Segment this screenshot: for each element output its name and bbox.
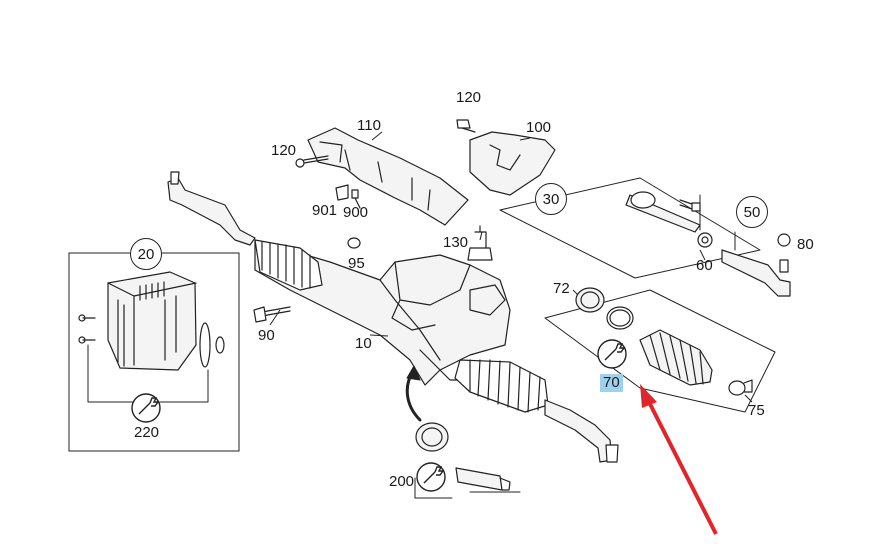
control-unit-part	[78, 271, 225, 371]
part-label-90: 90	[258, 327, 275, 344]
part-label-120-left: 120	[271, 142, 297, 159]
part-label-200: 200	[389, 473, 415, 490]
sealing-ring-part	[415, 422, 449, 452]
wrench-icon	[597, 339, 627, 369]
callout-20: 20	[130, 238, 162, 270]
tie-rod-end-right	[544, 399, 619, 463]
bellows-boot-right	[454, 359, 549, 413]
wrench-icon	[416, 462, 446, 492]
part-label-901: 901	[312, 202, 338, 219]
hose-clamp-part	[728, 379, 753, 396]
part-label-100: 100	[526, 119, 552, 136]
clamp-ring-part	[606, 306, 634, 330]
nut-part	[777, 233, 791, 247]
part-label-220: 220	[134, 424, 160, 441]
clamp-ring-part	[575, 287, 605, 313]
outer-tie-rod-part	[721, 249, 791, 297]
heat-shield-part	[307, 127, 469, 226]
part-label-60: 60	[696, 257, 713, 274]
part-label-72: 72	[553, 280, 570, 297]
washer-part	[347, 237, 361, 249]
bolt-part	[456, 119, 476, 133]
wrench-icon	[131, 393, 161, 423]
inner-tie-rod-part	[625, 191, 701, 233]
callout-30-label: 30	[542, 190, 560, 208]
part-label-75: 75	[748, 402, 765, 419]
part-label-10: 10	[355, 335, 372, 352]
part-label-110: 110	[357, 117, 381, 134]
pointer-arrow-icon	[640, 384, 718, 535]
callout-50: 50	[736, 196, 768, 228]
callout-20-label: 20	[137, 245, 155, 263]
bolt-part	[295, 155, 329, 168]
bellows-boot-left	[254, 239, 323, 291]
bolt-part	[253, 306, 291, 323]
part-label-130: 130	[443, 234, 469, 251]
inner-tie-rod-kit-frame	[499, 177, 761, 279]
callout-50-label: 50	[743, 203, 761, 221]
boot-kit-frame	[544, 289, 776, 413]
fitting-part	[467, 225, 493, 261]
callout-30: 30	[535, 183, 567, 215]
grease-tube-part	[455, 467, 511, 491]
part-label-120-top: 120	[456, 89, 482, 106]
tie-rod-end-left	[167, 171, 256, 246]
lock-nut-part	[697, 232, 713, 248]
bracket-part	[469, 131, 556, 196]
clip-part	[335, 184, 361, 209]
part-label-70: 70	[600, 374, 623, 392]
part-label-80: 80	[797, 236, 814, 253]
part-label-95: 95	[348, 255, 365, 272]
part-label-900: 900	[343, 204, 369, 221]
bellows-boot-part	[639, 329, 713, 386]
